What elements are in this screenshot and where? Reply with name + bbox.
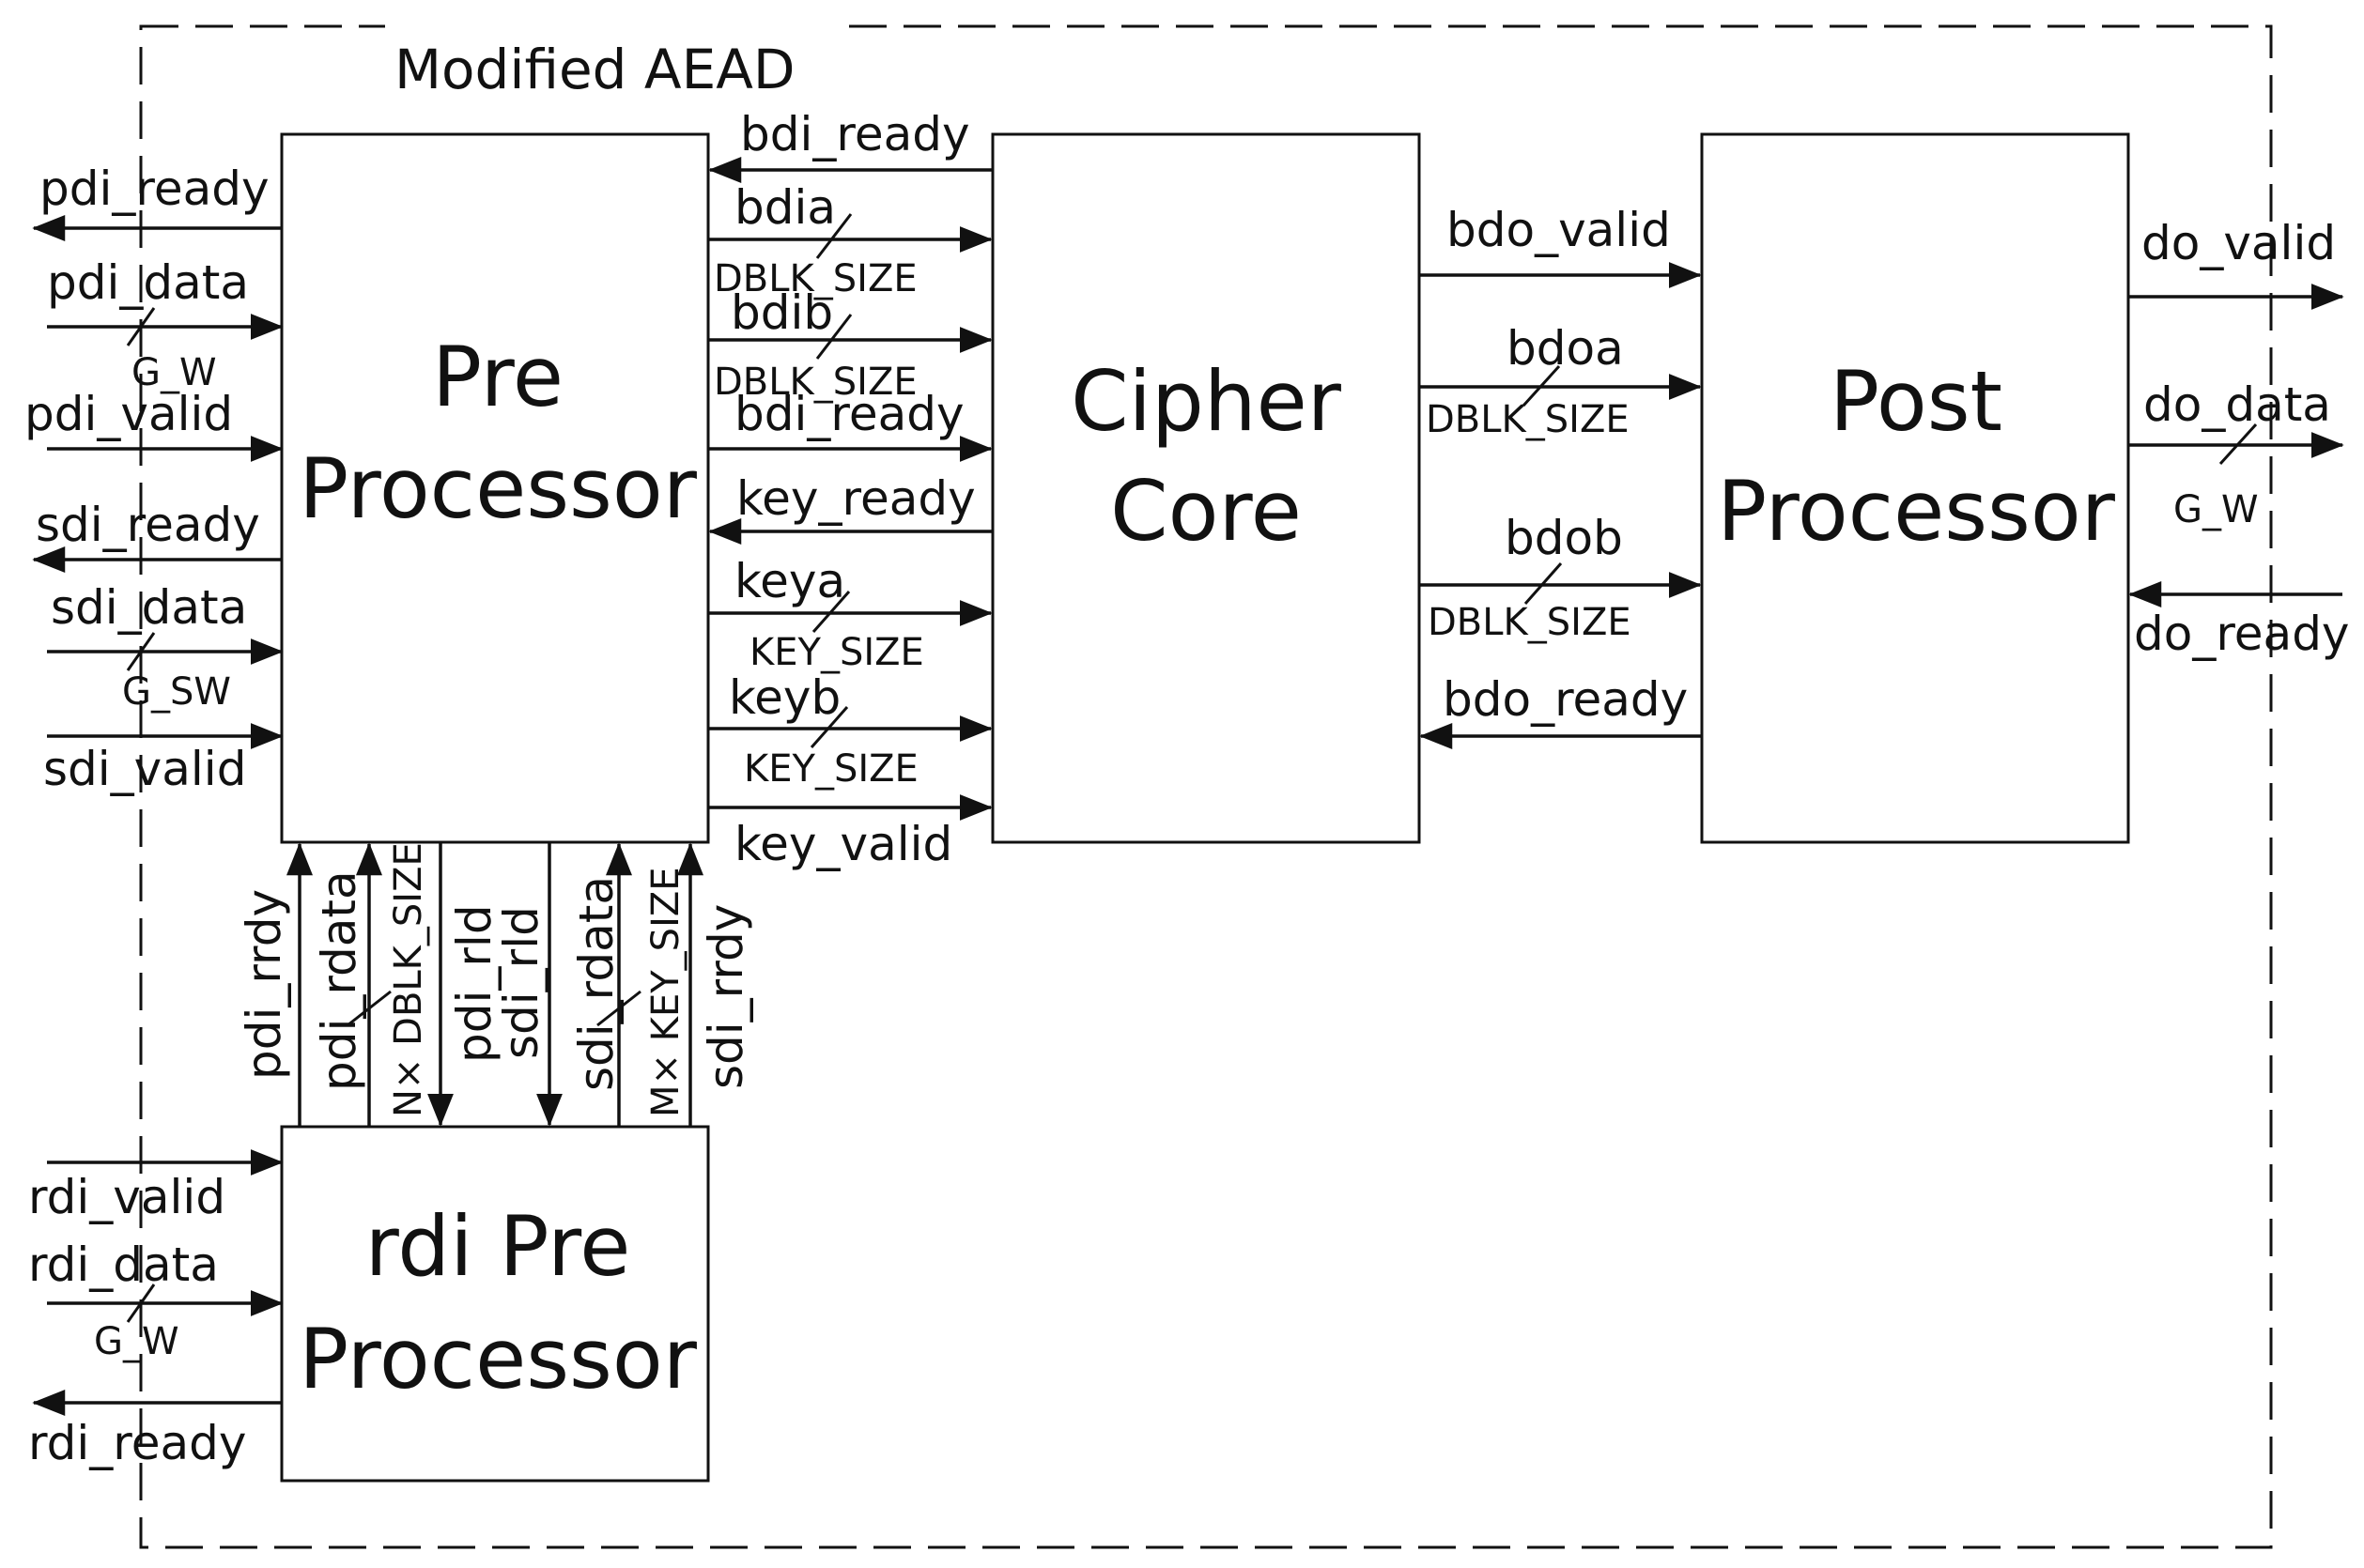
rdi-data-width: G_W — [94, 1320, 179, 1363]
do-data-width: G_W — [2173, 488, 2259, 531]
post-processor-label-line2: Processor — [1717, 463, 2116, 560]
post-processor-label-line1: Post — [1830, 353, 2002, 450]
title-gap — [385, 23, 845, 34]
pre-to-cipher-signals: bdi_ready bdia DBLK_SIZE bdib DBLK_SIZE … — [708, 107, 993, 871]
rdi-pre-processor-label-line2: Processor — [299, 1311, 698, 1407]
modified-aead-boundary — [139, 24, 2273, 1549]
cipher-core-block: Cipher Core — [991, 132, 1421, 844]
bdia-label: bdia — [734, 180, 836, 235]
bdib-label: bdib — [731, 285, 833, 340]
diagram-title: Modified AEAD — [394, 38, 796, 101]
pdi-data-bus-slash — [126, 307, 156, 346]
pdi-valid-label: pdi_valid — [24, 387, 233, 441]
bdob-label: bdob — [1505, 511, 1623, 565]
keyb-label: keyb — [729, 670, 841, 725]
key-valid-label: key_valid — [734, 817, 952, 871]
do-valid-label: do_valid — [2141, 216, 2336, 270]
bdi-ready-top-label: bdi_ready — [740, 107, 970, 161]
bdoa-bus-slash — [1522, 364, 1561, 407]
bdo-valid-label: bdo_valid — [1446, 203, 1671, 257]
pre-processor-label-line1: Pre — [432, 329, 564, 425]
pdi-rdata-width: N× DBLK_SIZE — [387, 842, 430, 1117]
pdi-ready-label: pdi_ready — [39, 161, 270, 216]
bdia-width: DBLK_SIZE — [714, 257, 918, 300]
keya-width: KEY_SIZE — [749, 631, 924, 674]
rdi-ready-label: rdi_ready — [28, 1416, 247, 1470]
keya-label: keya — [734, 554, 845, 608]
bdo-ready-label: bdo_ready — [1443, 672, 1688, 727]
bdia-bus-slash — [815, 213, 853, 259]
key-ready-label: key_ready — [736, 471, 976, 526]
sdi-rdata-label: sdi_rdata — [569, 876, 624, 1091]
random-data-signals: pdi_rrdy pdi_rdata N× DBLK_SIZE pdi_rld … — [237, 842, 753, 1127]
rdi-data-label: rdi_data — [28, 1237, 219, 1292]
cipher-to-post-signals: bdo_valid bdoa DBLK_SIZE bdob DBLK_SIZE … — [1419, 203, 1702, 749]
sdi-rdata-bus-slash — [596, 990, 641, 1027]
sdi-ready-label: sdi_ready — [36, 498, 260, 552]
pdi-rld-label: pdi_rld — [447, 904, 502, 1063]
pdi-rrdy-label: pdi_rrdy — [237, 889, 291, 1080]
sdi-rrdy-label: sdi_rrdy — [699, 904, 753, 1089]
left-interface: pdi_ready pdi_data G_W pdi_valid sdi_rea… — [24, 161, 284, 796]
bdoa-label: bdoa — [1506, 321, 1624, 376]
sdi-data-bus-slash — [126, 632, 156, 671]
do-data-bus-slash — [2218, 423, 2258, 466]
rdi-valid-label: rdi_valid — [28, 1170, 225, 1224]
bdib-bus-slash — [815, 314, 853, 360]
pdi-data-width: G_W — [131, 351, 217, 394]
bdoa-width: DBLK_SIZE — [1426, 398, 1630, 441]
sdi-rld-label: sdi_rld — [494, 906, 549, 1059]
sdi-rdata-width: M× KEY_SIZE — [644, 867, 688, 1117]
pdi-rdata-label: pdi_rdata — [312, 870, 366, 1091]
rdi-interface: rdi_valid rdi_data G_W rdi_ready — [28, 1149, 284, 1470]
bdob-width: DBLK_SIZE — [1428, 601, 1631, 644]
keyb-bus-slash — [810, 706, 849, 748]
rdi-data-bus-slash — [126, 1284, 156, 1323]
sdi-valid-label: sdi_valid — [43, 742, 246, 796]
rdi-pre-processor-block: rdi Pre Processor — [280, 1125, 710, 1483]
pre-processor-block: Pre Processor — [280, 132, 710, 844]
keyb-width: KEY_SIZE — [744, 747, 919, 791]
do-ready-label: do_ready — [2134, 607, 2350, 661]
post-processor-block: Post Processor — [1700, 132, 2130, 844]
sdi-data-width: G_SW — [122, 670, 231, 714]
do-data-label: do_data — [2143, 377, 2331, 432]
rdi-pre-processor-label-line1: rdi Pre — [365, 1198, 631, 1295]
pre-processor-label-line2: Processor — [299, 440, 698, 537]
sdi-data-label: sdi_data — [51, 580, 247, 635]
pdi-data-label: pdi_data — [47, 255, 249, 310]
cipher-core-label-line1: Cipher — [1071, 353, 1342, 450]
output-interface: do_valid do_data G_W do_ready — [2128, 216, 2350, 661]
bdib-width: DBLK_SIZE — [714, 361, 918, 404]
cipher-core-label-line2: Core — [1110, 463, 1302, 560]
pdi-rdata-bus-slash — [347, 990, 392, 1027]
keya-bus-slash — [811, 591, 851, 633]
bdi-ready-label: bdi_ready — [734, 387, 965, 441]
bdob-bus-slash — [1523, 562, 1563, 605]
